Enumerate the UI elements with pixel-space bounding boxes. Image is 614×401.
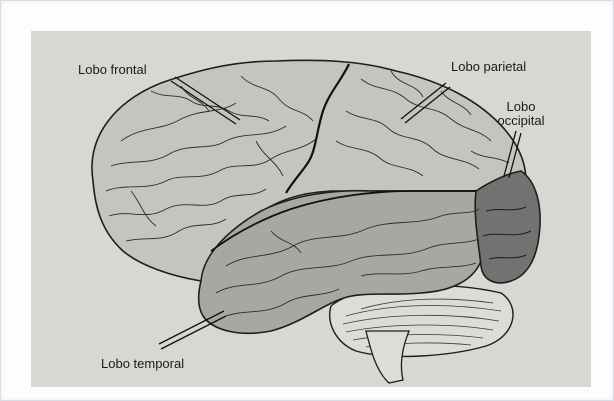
brain-illustration bbox=[31, 31, 591, 387]
label-lobo-parietal: Lobo parietal bbox=[451, 60, 526, 74]
brainstem bbox=[366, 331, 409, 383]
occipital-region bbox=[475, 171, 540, 283]
leader-temporal-b bbox=[159, 311, 224, 344]
label-lobo-occipital-line1: Lobo bbox=[493, 100, 549, 114]
label-lobo-temporal: Lobo temporal bbox=[101, 357, 184, 371]
label-lobo-occipital-line2: occipital bbox=[493, 114, 549, 128]
leader-temporal bbox=[161, 316, 226, 349]
brain-diagram-photo: Lobo frontal Lobo parietal Lobo occipita… bbox=[31, 31, 591, 387]
label-lobo-frontal: Lobo frontal bbox=[78, 63, 147, 77]
label-lobo-occipital: Lobo occipital bbox=[493, 100, 549, 128]
